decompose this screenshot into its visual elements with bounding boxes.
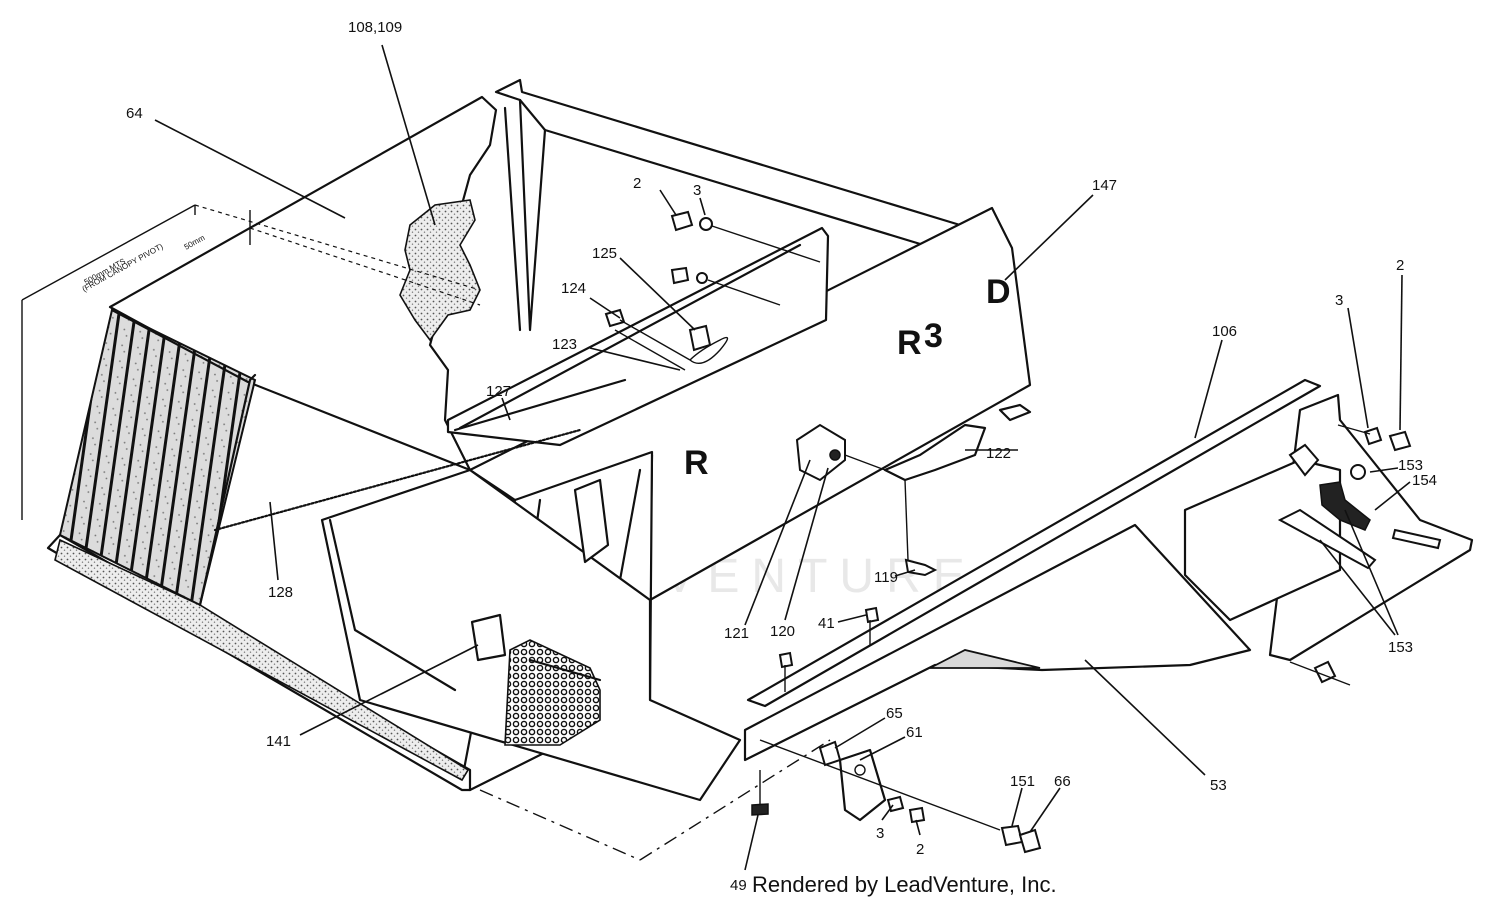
- callout-120: 120: [770, 623, 795, 640]
- washer-120: [829, 449, 841, 461]
- washer-3-top: [699, 217, 713, 231]
- pin-41a: [864, 606, 880, 624]
- front-bracket: [573, 478, 610, 564]
- vent-mesh: [504, 639, 601, 746]
- callout-124: 124: [561, 280, 586, 297]
- callout-61: 61: [906, 724, 923, 741]
- nut-66: [1018, 828, 1042, 854]
- dimension-note-50: 50mm: [183, 233, 207, 252]
- insulation-pad: [399, 199, 481, 342]
- plate-hole: [854, 764, 866, 776]
- clip-bracket: [998, 403, 1032, 422]
- decal-letter-r1: R: [684, 444, 709, 482]
- screw-2-lower: [908, 806, 926, 824]
- callout-41: 41: [818, 615, 835, 632]
- screw-2: [1388, 430, 1412, 452]
- bolt-151: [1000, 824, 1024, 847]
- render-credit: Rendered by LeadVenture, Inc.: [752, 872, 1057, 897]
- washer-upper-2: [696, 272, 708, 284]
- callout-106: 106: [1212, 323, 1237, 340]
- callout-153-upper: 153: [1398, 457, 1423, 474]
- support-rod: [453, 378, 627, 432]
- callout-154: 154: [1412, 472, 1437, 489]
- decal-letter-r2: R: [897, 324, 922, 362]
- callout-108-109: 108,109: [348, 19, 402, 36]
- callout-151: 151: [1010, 773, 1035, 790]
- rail-106: [746, 378, 1322, 708]
- washer-153: [1350, 464, 1366, 480]
- decal-letter-3: 3: [924, 317, 943, 355]
- callout-153-lower: 153: [1388, 639, 1413, 656]
- bracket-53: [743, 523, 1252, 762]
- callout-128: 128: [268, 584, 293, 601]
- plate-61: [838, 748, 887, 822]
- bracket-shadow: [929, 649, 1041, 669]
- bushing-65: [818, 740, 842, 767]
- callout-3-right: 3: [1335, 292, 1343, 309]
- tension-spring: [213, 428, 582, 532]
- pivot-bushing: [1288, 443, 1320, 477]
- callout-121: 121: [724, 625, 749, 642]
- callout-2-lower: 2: [916, 841, 924, 858]
- callout-53: 53: [1210, 777, 1227, 794]
- callout-3-lower: 3: [876, 825, 884, 842]
- callout-147: 147: [1092, 177, 1117, 194]
- screw-49: [751, 803, 769, 816]
- callout-2-top: 2: [633, 175, 641, 192]
- nut-124: [604, 308, 626, 328]
- callout-141: 141: [266, 733, 291, 750]
- mount-plate: [1268, 393, 1474, 662]
- callout-123: 123: [552, 336, 577, 353]
- callout-66: 66: [1054, 773, 1071, 790]
- pin-41b: [778, 651, 794, 669]
- lever-154: [1319, 481, 1371, 531]
- bolt-upper-2: [670, 266, 690, 285]
- pin-153: [1277, 508, 1377, 570]
- back-wall: [494, 78, 962, 252]
- callout-122: 122: [986, 445, 1011, 462]
- callout-labels: 108,109 64 2 3 147 125 124 123 127 128 1…: [126, 19, 1437, 894]
- callout-119: 119: [874, 569, 898, 586]
- side-rail-assembly: [743, 378, 1474, 762]
- knob-121: [795, 423, 846, 482]
- latch-plate: [470, 613, 507, 662]
- callout-64: 64: [126, 105, 143, 122]
- handle-122: [883, 423, 987, 482]
- leader-lines: [154, 44, 1411, 871]
- callout-65: 65: [886, 705, 903, 722]
- housing-assembly: [21, 78, 1032, 802]
- callout-49: 49: [730, 877, 747, 894]
- callout-127: 127: [486, 383, 511, 400]
- hardware: [604, 210, 1042, 854]
- centerline: [639, 739, 831, 861]
- callout-2-right: 2: [1396, 257, 1404, 274]
- washer-3: [1363, 426, 1383, 446]
- callout-125: 125: [592, 245, 617, 262]
- canopy-edge-strip: [54, 538, 470, 782]
- bolt-2-top: [670, 210, 694, 232]
- bottom-pan: [320, 468, 742, 802]
- callout-3-top: 3: [693, 182, 701, 199]
- canopy-grille: [58, 308, 257, 607]
- stud-bolt: [1391, 528, 1442, 550]
